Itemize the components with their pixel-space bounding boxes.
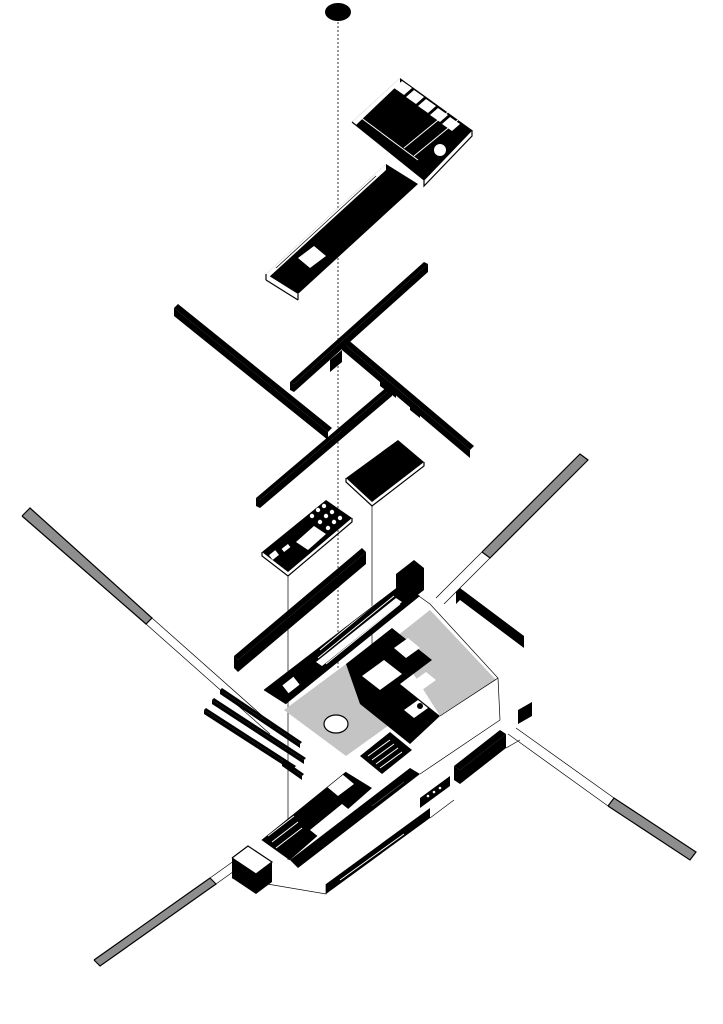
- ground-walls: [204, 548, 532, 894]
- wall-segment: [290, 262, 428, 384]
- roof-opening: [298, 246, 326, 268]
- path-segment: [22, 508, 152, 624]
- roof-long-strip: [266, 164, 418, 294]
- furniture-lines: [267, 815, 303, 849]
- path-segment: [608, 798, 696, 860]
- ground-floor-plan: [261, 583, 501, 868]
- room: [326, 774, 354, 796]
- roof-layer: [265, 78, 473, 301]
- floor-edge-slab: [290, 768, 420, 868]
- courtyard-circle: [324, 715, 348, 733]
- roof-oculus: [434, 144, 446, 156]
- roof-skylight: [394, 81, 412, 95]
- stair-block: [360, 732, 412, 774]
- axis-top-marker: [325, 3, 351, 21]
- bookshelves: [317, 589, 401, 665]
- facade-wall: [326, 808, 430, 894]
- west-benches: [204, 688, 306, 780]
- site-paths: [21, 453, 697, 967]
- site-outline: [231, 739, 521, 895]
- plate-opening: [296, 526, 326, 550]
- wall-segment: [454, 730, 506, 770]
- upper-wall-layer: [174, 262, 474, 508]
- roof-skylight: [406, 90, 424, 104]
- stair-treads: [367, 739, 403, 769]
- roof-skylight: [430, 108, 448, 122]
- courtyard: [284, 664, 410, 756]
- path-segment: [482, 454, 588, 558]
- vertical-axis: [325, 3, 351, 720]
- facade-windows: [339, 804, 413, 881]
- wall-segment: [234, 548, 366, 660]
- room: [412, 672, 436, 690]
- wall-segment: [460, 588, 524, 648]
- path-segment: [94, 878, 216, 966]
- room: [362, 660, 402, 690]
- wall-segment: [342, 338, 474, 450]
- roof-skylight: [442, 117, 460, 131]
- wall-segment: [256, 386, 392, 500]
- mezzanine-slab: [346, 440, 424, 502]
- room: [310, 804, 352, 838]
- mezzanine-layer: [261, 440, 425, 860]
- courtyard-east: [392, 610, 496, 716]
- wall-block: [518, 702, 532, 724]
- room: [394, 638, 420, 658]
- roof-skylight: [418, 99, 436, 113]
- wall-segment: [174, 304, 332, 432]
- wall-segment: [396, 560, 424, 604]
